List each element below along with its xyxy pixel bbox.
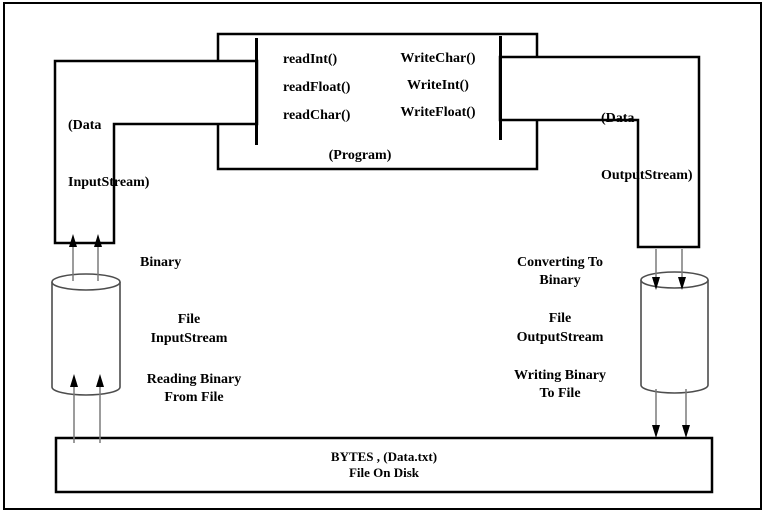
file-input-stream-label: File InputStream [150,312,228,346]
data-input-stream-label: (Data InputStream) [68,118,150,190]
file-input-stream-cylinder [51,273,121,396]
write-methods-column: WriteChar() WriteInt() WriteFloat() [385,45,491,126]
method-readfloat: readFloat() [283,80,351,95]
method-readint: readInt() [283,52,338,67]
file-output-stream-label: File OutputStream [516,311,604,345]
method-readchar: readChar() [283,108,351,123]
method-writechar: WriteChar() [400,51,476,66]
converting-to-binary-label: Converting To Binary [517,255,603,288]
binary-label: Binary [140,255,182,270]
program-label: (Program) [328,148,392,163]
data-output-stream-label: (Data OutputStream) [601,111,693,183]
method-writeint: WriteInt() [407,78,469,93]
read-methods-column: readInt() readFloat() readChar() [283,46,350,130]
method-writefloat: WriteFloat() [400,105,476,120]
outer-frame [3,2,762,510]
program-box [216,32,539,171]
file-on-disk-box [54,436,714,494]
left-upper-arrows [69,234,102,281]
file-output-stream-cylinder [640,271,709,394]
left-lower-arrows [70,374,104,443]
reading-binary-label: Reading Binary From File [146,372,242,405]
right-lower-arrows [652,389,690,438]
writing-binary-label: Writing Binary To File [514,368,606,401]
right-upper-arrows [652,249,686,290]
file-on-disk-label: BYTES , (Data.txt) File On Disk [330,449,438,480]
